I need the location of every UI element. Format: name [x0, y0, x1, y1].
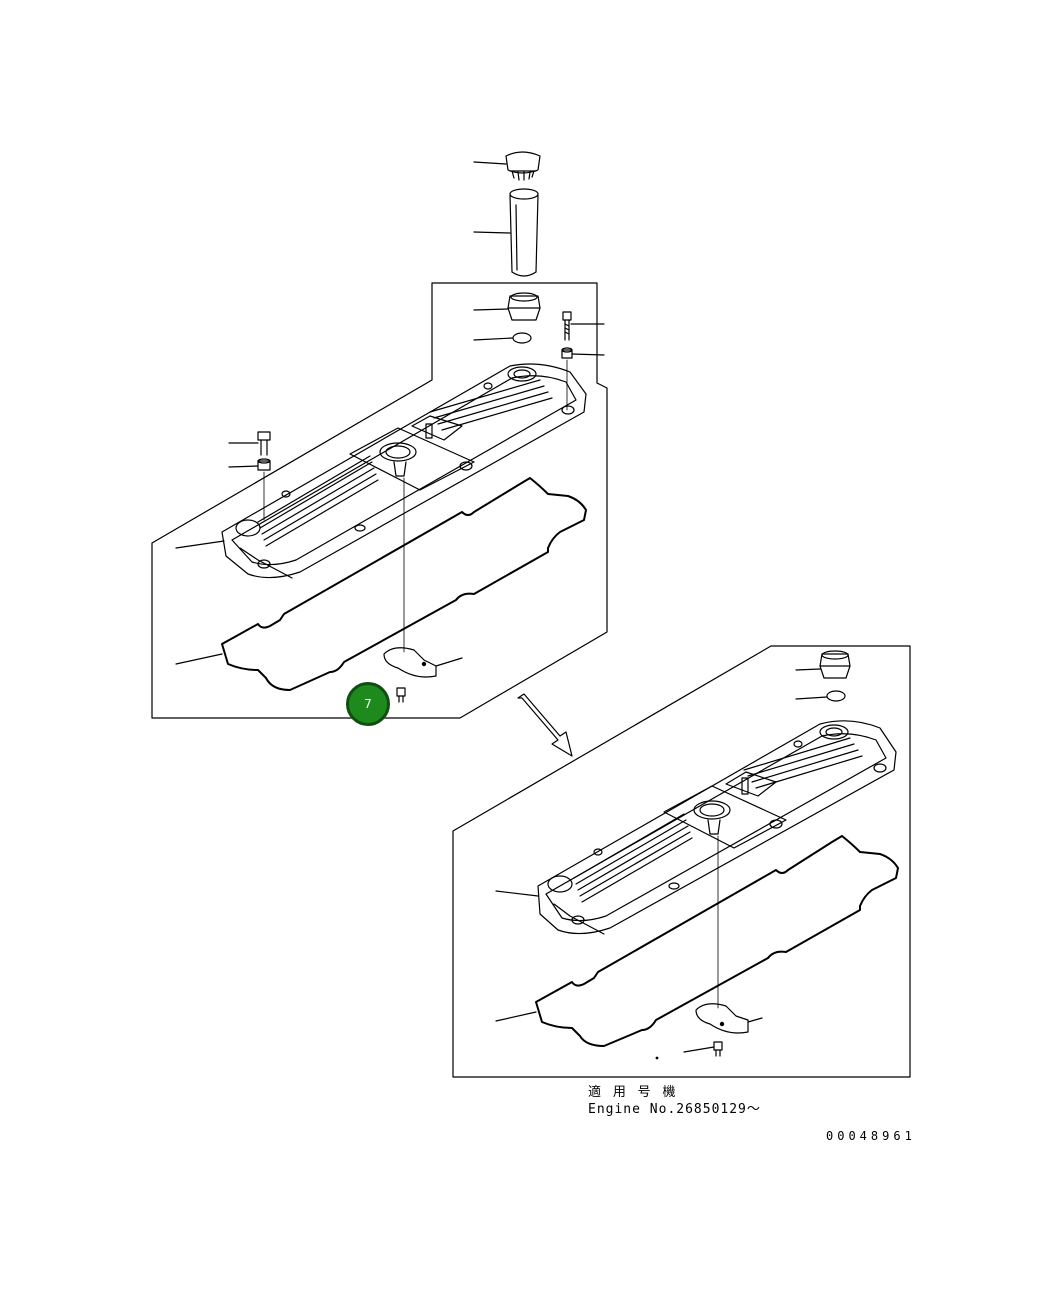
- shield-plate-upper: [383, 477, 463, 678]
- small-bolt-upper: [396, 687, 406, 703]
- filler-tube: [473, 188, 539, 277]
- shield-plate-lower: [695, 835, 763, 1034]
- valve-cover-upper: [175, 363, 587, 579]
- filler-adapter: [473, 292, 541, 321]
- o-ring-lower: [795, 690, 846, 702]
- right-washer: [561, 347, 605, 411]
- left-bolt: [228, 431, 271, 456]
- small-bolt-lower: [655, 1041, 723, 1060]
- oil-filler-cap: [473, 151, 541, 181]
- applicability-heading: 適 用 号 機: [588, 1085, 678, 1100]
- callout-7[interactable]: 7: [346, 682, 390, 726]
- gasket-upper: [175, 477, 587, 691]
- lower-assembly-frame: [452, 645, 911, 1078]
- right-bolt: [562, 311, 605, 341]
- upper-assembly-frame: [151, 282, 608, 719]
- drawing-number: 00048961: [826, 1129, 916, 1143]
- left-washer: [228, 458, 271, 521]
- engine-number-note: Engine No.26850129～: [588, 1102, 761, 1117]
- filler-adapter-lower: [795, 650, 851, 679]
- gasket-lower: [495, 835, 899, 1047]
- change-arrow: [517, 693, 573, 757]
- valve-cover-lower: [495, 720, 897, 935]
- o-ring: [473, 332, 532, 344]
